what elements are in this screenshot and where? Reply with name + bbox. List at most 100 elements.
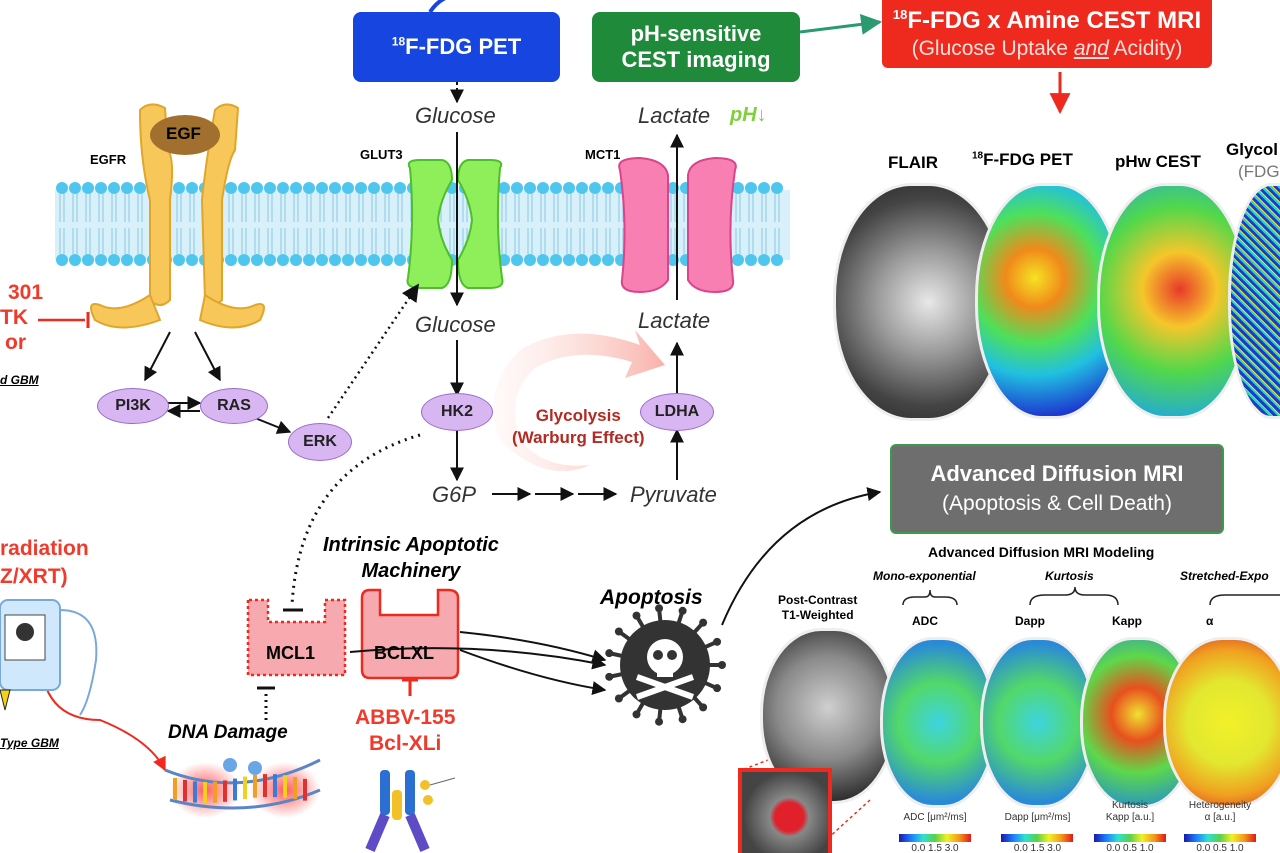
- modeling-title: Advanced Diffusion MRI Modeling: [928, 544, 1155, 560]
- glycolysis-line1: Glycolysis: [535, 406, 621, 425]
- abbv-line2: Bcl-XLi: [369, 732, 442, 755]
- pyruvate: Pyruvate: [630, 482, 717, 507]
- scale-kurt-line1: Kurtosis: [1111, 800, 1149, 811]
- machinery-line1: Intrinsic Apoptotic: [323, 534, 499, 556]
- bclxl-label: BCLXL: [374, 643, 434, 663]
- glycolysis-label: Glycolysis (Warburg Effect): [512, 405, 645, 449]
- apoptosis-label: Apoptosis: [600, 586, 703, 609]
- dna-damage-label: DNA Damage: [168, 722, 288, 743]
- adc-brain-image: [880, 637, 996, 808]
- combined-sub-b: Acidity): [1108, 37, 1183, 60]
- scale-het-line2: α [a.u.]: [1204, 812, 1236, 823]
- ras-enzyme: RAS: [200, 388, 268, 424]
- alpha-brain-image: [1163, 637, 1280, 808]
- ph-down: pH↓: [730, 104, 767, 126]
- combined-title: F-FDG x Amine CEST MRI: [907, 7, 1202, 34]
- alpha-label: α: [1206, 614, 1214, 628]
- egf-label: EGF: [166, 124, 201, 143]
- tki-line2: TK: [0, 306, 28, 329]
- scale-heterogeneity: Heterogeneity α [a.u.] 0.0 0.5 1.0: [1180, 800, 1260, 853]
- dna-helix: [164, 758, 321, 818]
- gbm-label: d GBM: [0, 373, 39, 387]
- blue-arrow-top: [428, 0, 446, 14]
- bclxl-shape: [360, 588, 460, 680]
- phw-cest-brain-image: [1097, 183, 1248, 419]
- kapp-label: Kapp: [1112, 614, 1142, 628]
- stretched-label: Stretched-Expo: [1180, 569, 1269, 583]
- glyco-brain-image: [1228, 183, 1280, 419]
- combined-sub-and: and: [1073, 37, 1109, 60]
- rad-line2: Z/XRT): [0, 565, 68, 588]
- glucose-in: Glucose: [415, 312, 496, 337]
- scale-dapp-bar: [1001, 834, 1073, 842]
- fdg-pet-title: 18F-FDG PET: [972, 150, 1073, 170]
- abbv-label: ABBV-155 Bcl-XLi: [355, 705, 455, 757]
- post-contrast-line2: T1-Weighted: [781, 608, 854, 622]
- mono-label: Mono-exponential: [873, 569, 976, 583]
- fdg-pet-title-text: F-FDG PET: [983, 150, 1073, 169]
- scale-dapp: Dapp [μm²/ms] 0.0 1.5 3.0: [995, 812, 1080, 853]
- pi3k-enzyme: PI3K: [97, 388, 169, 424]
- rad-line1: radiation: [0, 537, 89, 560]
- glyco-line1: Glycol: [1226, 140, 1278, 159]
- glyco-line2: (FDG: [1238, 162, 1280, 181]
- machinery-line2: Machinery: [361, 560, 461, 582]
- combined-sup: 18: [892, 7, 908, 22]
- cest-line2: CEST imaging: [621, 47, 771, 72]
- scale-dapp-line1: Dapp [μm²/ms]: [1004, 812, 1071, 823]
- combined-mri-box: 18F-FDG x Amine CEST MRI (Glucose Uptake…: [882, 0, 1212, 68]
- diffusion-box: Advanced Diffusion MRI (Apoptosis & Cell…: [890, 444, 1224, 534]
- arrow-ras-erk: [254, 417, 292, 434]
- antibody-icon: [365, 770, 456, 852]
- wt-gbm-label: Type GBM: [0, 736, 59, 750]
- tki-label: 301 TK or: [0, 280, 43, 355]
- fdg-pet-label: F-FDG PET: [405, 34, 522, 59]
- post-contrast-line1: Post-Contrast: [778, 593, 858, 607]
- lactate-out: Lactate: [638, 103, 711, 128]
- zoom-line-2: [825, 799, 871, 841]
- tki-line1: 301: [8, 281, 44, 304]
- glucose-out: Glucose: [415, 103, 496, 128]
- warburg-arc: [493, 330, 665, 472]
- erk-enzyme: ERK: [288, 423, 352, 461]
- scale-kurt-ticks: 0.0 0.5 1.0: [1106, 843, 1154, 853]
- machinery-label: Intrinsic Apoptotic Machinery: [323, 532, 499, 584]
- arrow-bclxl-apoptosis-1: [459, 631, 607, 663]
- scale-adc: ADC [μm²/ms] 0.0 1.5 3.0: [895, 812, 975, 853]
- radiation-label: radiation Z/XRT): [0, 535, 89, 591]
- scale-adc-line1: ADC [μm²/ms]: [903, 812, 967, 823]
- glut3-label: GLUT3: [360, 147, 403, 162]
- scale-het-line1: Heterogeneity: [1188, 800, 1252, 811]
- iv-bag-icon: [0, 599, 98, 716]
- g6p: G6P: [432, 482, 477, 507]
- mct1-label: MCT1: [585, 147, 621, 162]
- arrow-erk-glut3: [326, 283, 420, 419]
- arrow-apoptosis-diffusion: [721, 487, 882, 626]
- scale-adc-bar: [899, 834, 971, 842]
- scale-adc-ticks: 0.0 1.5 3.0: [911, 843, 959, 853]
- scale-kurt-line2: Kapp [a.u.]: [1105, 812, 1155, 823]
- arrow-bclxl-apoptosis-2: [459, 649, 607, 696]
- scale-het-bar: [1184, 834, 1256, 842]
- combined-sub-a: (Glucose Uptake: [911, 37, 1074, 60]
- egfr-receptor: [90, 103, 265, 329]
- arrow-cest-to-combined: [799, 13, 883, 35]
- egfr-label: EGFR: [90, 152, 127, 167]
- ldha-enzyme: LDHA: [640, 393, 714, 431]
- scale-het-ticks: 0.0 0.5 1.0: [1196, 843, 1244, 853]
- kurtosis-label: Kurtosis: [1045, 569, 1094, 583]
- tki-line3: or: [5, 331, 26, 354]
- scale-dapp-ticks: 0.0 1.5 3.0: [1013, 843, 1062, 853]
- fdg-pet-sup: 18: [391, 34, 406, 49]
- arrow-egfr-pi3k: [144, 331, 171, 382]
- arrow-hk2-mcl1: [290, 433, 421, 606]
- mcl1-shape: [246, 598, 347, 677]
- adc-label: ADC: [912, 614, 938, 628]
- dapp-brain-image: [980, 637, 1096, 808]
- phw-cest-title: pHw CEST: [1115, 152, 1201, 171]
- cest-box: pH-sensitive CEST imaging: [592, 12, 800, 82]
- fdg-pet-title-sup: 18: [972, 150, 984, 162]
- tumor-zoom-inset: [738, 768, 832, 853]
